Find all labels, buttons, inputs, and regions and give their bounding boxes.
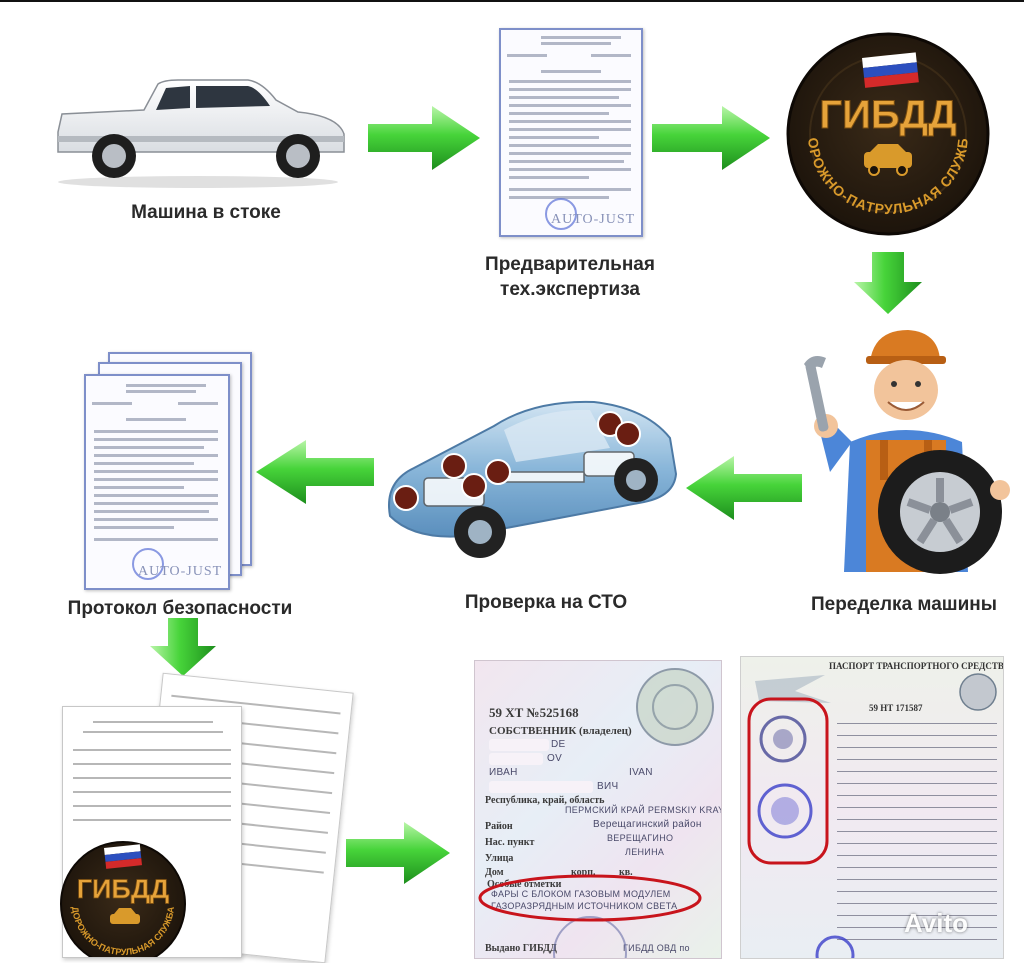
reg-town-label: Нас. пункт: [485, 837, 535, 848]
pts-highlight-circle: [747, 697, 829, 865]
protocol-page-front: AUTO-JUST: [84, 374, 230, 590]
reg-street-label: Улица: [485, 853, 514, 864]
reg-owner-surname: DE: [551, 739, 566, 750]
pts-series: 59 НТ 171587: [869, 703, 923, 713]
reg-issued-by: Выдано ГИБДД: [485, 943, 557, 954]
protocol-watermark: AUTO-JUST: [138, 564, 223, 579]
arrow-right-3: [346, 822, 450, 884]
reg-owner-label: СОБСТВЕННИК (владелец): [489, 725, 632, 737]
pickup-truck-illustration: [57, 79, 345, 188]
arrow-left-1: [686, 456, 802, 520]
arrow-right-1: [368, 106, 480, 170]
pts-hologram: [959, 673, 997, 711]
reg-first-name-en: IVAN: [629, 767, 653, 778]
avito-watermark: Avito: [904, 908, 969, 938]
gibdd-title-top: ГИБДД: [819, 93, 956, 137]
reg-first-name-ru: ИВАН: [489, 767, 518, 778]
reg-house-label: Дом: [485, 867, 504, 878]
check-markers: [393, 411, 641, 511]
gibdd-badge-bottom: ГИБДД ДОРОЖНО-ПАТРУЛЬНАЯ СЛУЖБА: [60, 841, 186, 957]
pts-title: ПАСПОРТ ТРАНСПОРТНОГО СРЕДСТВА: [829, 661, 1004, 671]
reg-town-value: ВЕРЕЩАГИНО: [607, 833, 674, 843]
mechanic-illustration: [804, 330, 1010, 574]
reg-region-value: ПЕРМСКИЙ КРАЙ PERMSKIY KRAY: [565, 805, 722, 815]
reg-issued-value: ГИБДД ОВД по: [623, 943, 690, 953]
gibdd-title-bottom: ГИБДД: [77, 874, 170, 904]
step-label-pre-exam-1: Предварительная: [485, 254, 655, 275]
reg-patronymic: ВИЧ: [597, 781, 619, 792]
reg-series: 59 ХТ №525168: [489, 705, 579, 720]
step-label-sto-check: Проверка на СТО: [464, 592, 628, 613]
arrow-right-2: [652, 106, 770, 170]
step-label-conversion: Переделка машины: [810, 594, 998, 615]
step-label-safety-protocol: Протокол безопасности: [67, 598, 293, 619]
reg-district-label: Район: [485, 821, 513, 832]
reg-region-label: Республика, край, область: [485, 795, 605, 806]
doc-watermark: AUTO-JUST: [551, 212, 636, 227]
pts-emblem: [755, 675, 831, 703]
reg-notes-value-1: ФАРЫ С БЛОКОМ ГАЗОВЫМ МОДУЛЕМ: [491, 889, 671, 899]
arrow-left-2: [256, 440, 374, 504]
gibdd-badge-top: ГИБДД ДОРОЖНО-ПАТРУЛЬНАЯ СЛУЖБА: [786, 32, 990, 236]
reg-notes-label: Особые отметки: [487, 879, 562, 890]
sto-check-car-illustration: [388, 400, 678, 558]
reg-korp-label: корп.: [571, 867, 596, 878]
pts-document: ПАСПОРТ ТРАНСПОРТНОГО СРЕДСТВА 59 НТ 171…: [740, 656, 1004, 959]
arrow-down-2: [150, 618, 216, 676]
step-label-stock-car: Машина в стоке: [131, 202, 281, 223]
arrow-down-1: [854, 252, 922, 314]
pts-stamp-3: [815, 935, 855, 958]
reg-stamp: [553, 916, 627, 958]
pts-stamp-1: [759, 715, 807, 763]
reg-notes-value-2: ГАЗОРАЗРЯДНЫМ ИСТОЧНИКОМ СВЕТА: [491, 901, 678, 911]
hologram-seal: [636, 668, 714, 746]
pts-stamp-2: [757, 783, 813, 839]
reg-kv-label: кв.: [619, 867, 633, 878]
reg-district-value: Верещагинский район: [593, 819, 702, 830]
top-border-line: [0, 0, 1024, 2]
notes-highlight-circle: [478, 874, 702, 922]
step-label-pre-exam-2: тех.экспертиза: [500, 279, 640, 300]
reg-street-value: ЛЕНИНА: [625, 847, 665, 857]
pre-exam-document: AUTO-JUST: [499, 28, 643, 237]
reg-owner-line2: OV: [547, 753, 563, 764]
